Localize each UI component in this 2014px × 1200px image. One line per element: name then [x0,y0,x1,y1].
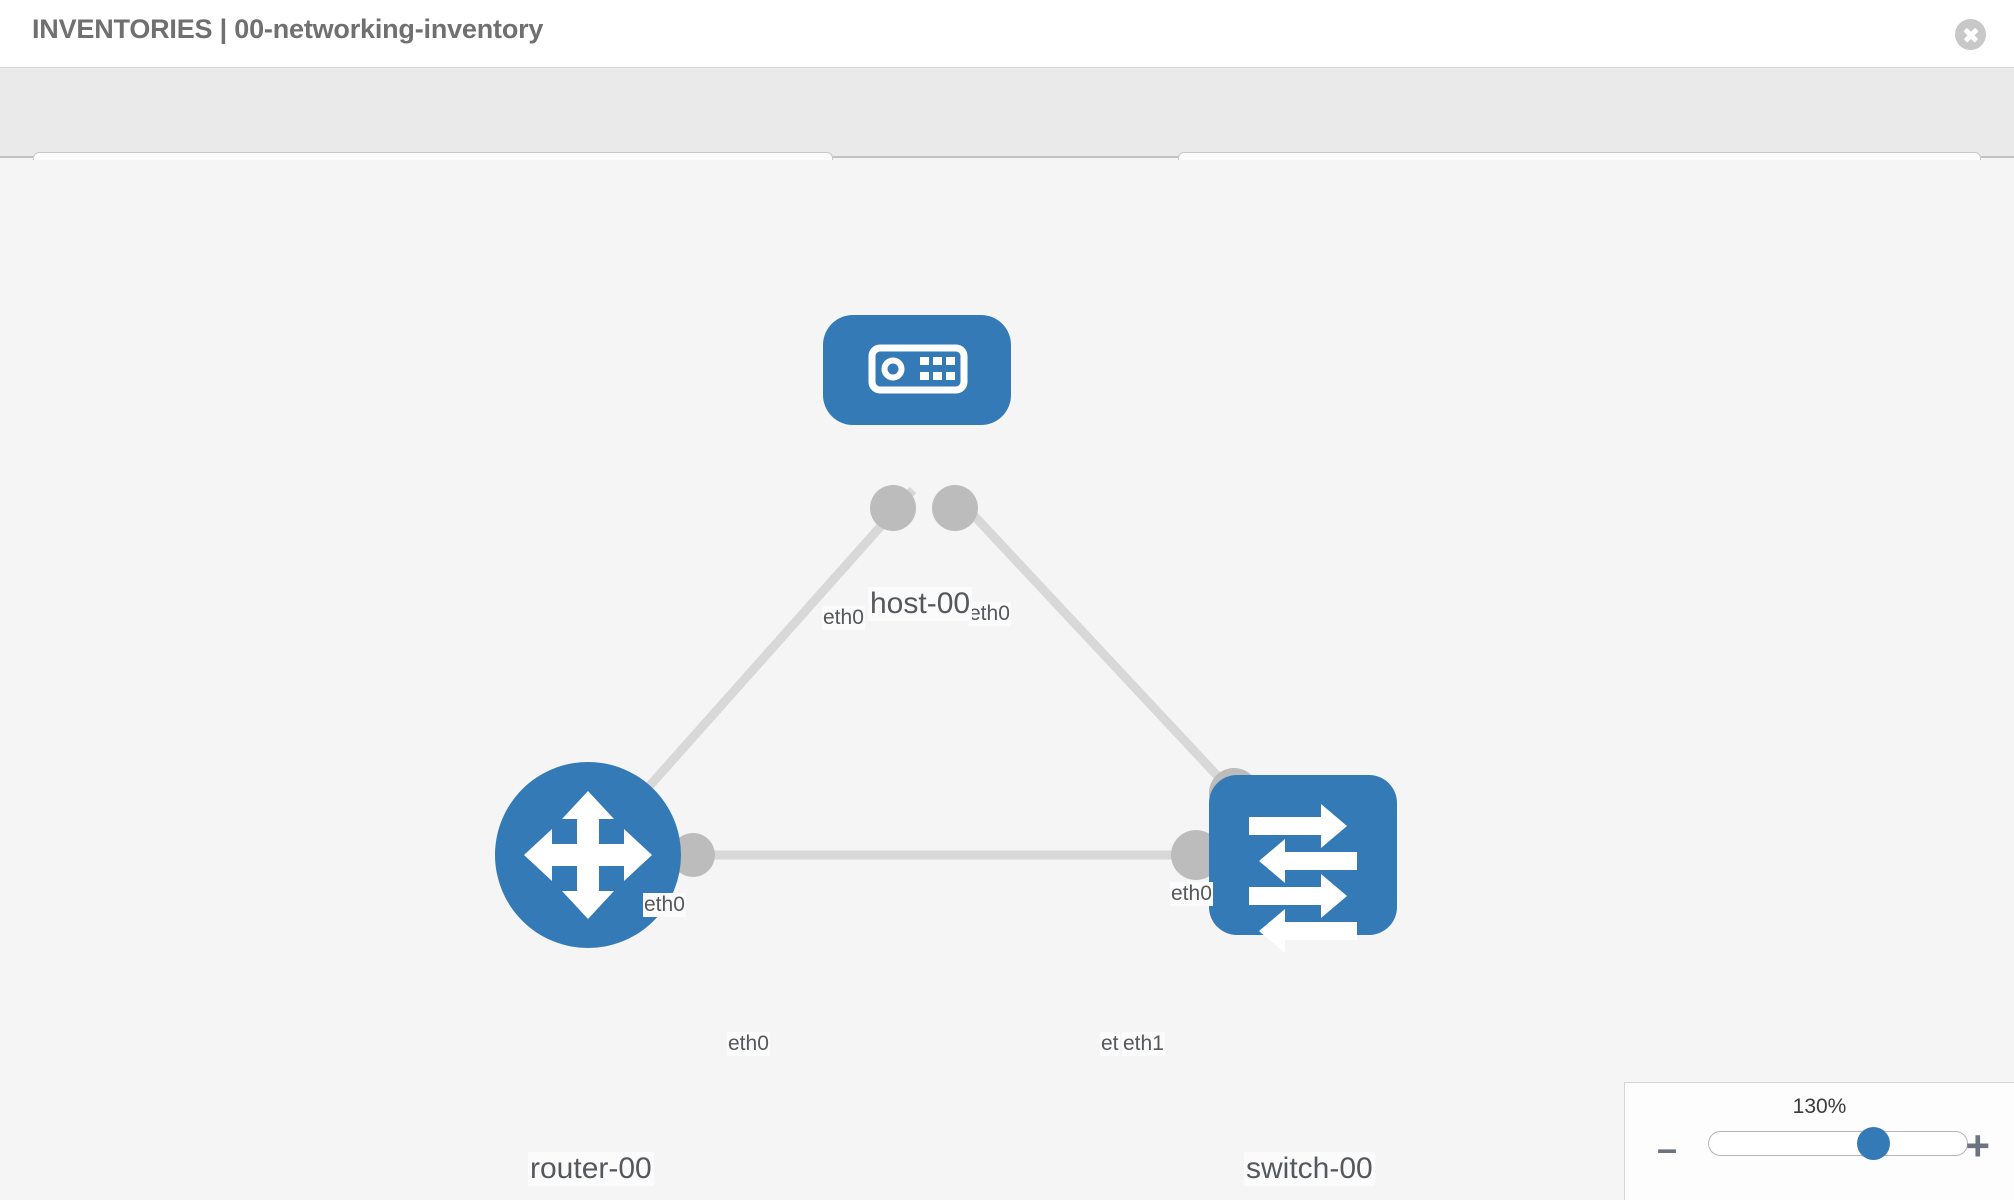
interface-circle-router-right[interactable] [671,833,715,877]
interface-endpoints [671,485,1259,880]
zoom-control-panel: 130% – + [1624,1082,2014,1200]
iface-label-host-left: eth0 [822,606,865,630]
iface-label-router-right: eth0 [727,1032,770,1056]
zoom-percent-label: 130% [1792,1095,1847,1118]
zoom-in-button[interactable]: + [1965,1122,1990,1169]
page-header: INVENTORIES | 00-networking-inventory [0,0,2014,68]
switch-arrows-icon [1249,804,1357,953]
toolbar: ACTIONS SEARCH [0,68,2014,203]
interface-circle-switch-left[interactable] [1171,830,1221,880]
topology-canvas[interactable]: eth0 eth0 eth0 eth0 eth0 et eth1 host-00… [0,160,2014,1200]
server-icon [868,344,968,394]
interface-circle-host-left[interactable] [870,485,916,531]
iface-label-switch-up: eth0 [1170,882,1213,906]
page-title: INVENTORIES | 00-networking-inventory [32,14,544,44]
node-host-00[interactable] [823,315,1011,425]
node-label-router-00: router-00 [528,1152,654,1186]
router-arrows-icon [524,791,652,919]
topology-graph [495,315,1397,953]
node-switch-00[interactable] [1209,775,1397,953]
zoom-slider-track[interactable] [1708,1127,1968,1160]
node-router-00[interactable] [495,762,681,948]
close-icon[interactable] [1955,19,1986,50]
node-label-host-00: host-00 [868,587,973,621]
link-host-switch[interactable] [946,486,1244,804]
node-label-switch-00: switch-00 [1244,1152,1375,1186]
zoom-slider-handle[interactable] [1856,1127,1890,1160]
zoom-out-button[interactable]: – [1657,1128,1678,1169]
topology-links [584,486,1244,860]
iface-label-switch-left-occluded: et [1100,1032,1120,1056]
iface-label-switch-left: eth1 [1122,1032,1165,1056]
interface-circle-host-right[interactable] [932,485,978,531]
iface-label-host-right: eth0 [968,602,1011,626]
iface-label-router-up: eth0 [643,893,686,917]
